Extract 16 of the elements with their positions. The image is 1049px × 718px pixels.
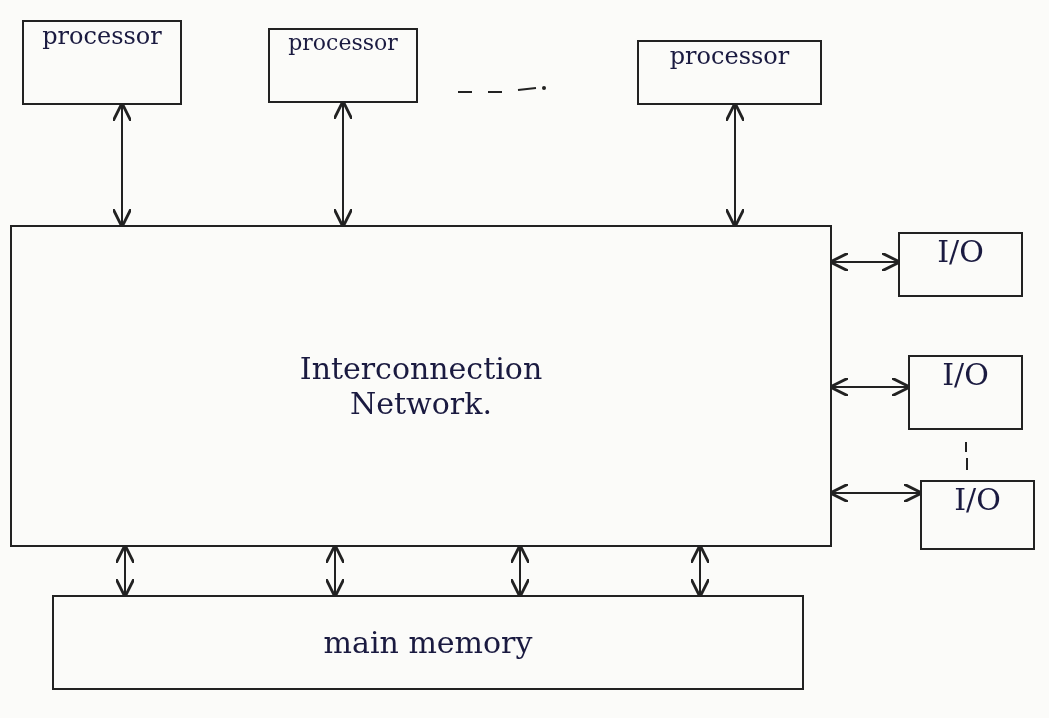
memory-box	[52, 595, 804, 690]
node-label: I/O	[954, 482, 1001, 517]
io-box	[898, 232, 1023, 297]
processor-box	[268, 28, 418, 103]
network-box	[10, 225, 832, 547]
io-box	[920, 480, 1035, 550]
node-label: I/O	[942, 357, 989, 392]
io-box	[908, 355, 1023, 430]
node-label: I/O	[937, 234, 984, 269]
node-label: processor	[42, 22, 162, 50]
node-label: Interconnection Network.	[298, 351, 544, 421]
node-label: processor	[669, 42, 790, 70]
node-label: processor	[288, 30, 398, 55]
processor-box	[637, 40, 822, 105]
node-label: main memory	[323, 625, 533, 660]
processor-box	[22, 20, 182, 105]
